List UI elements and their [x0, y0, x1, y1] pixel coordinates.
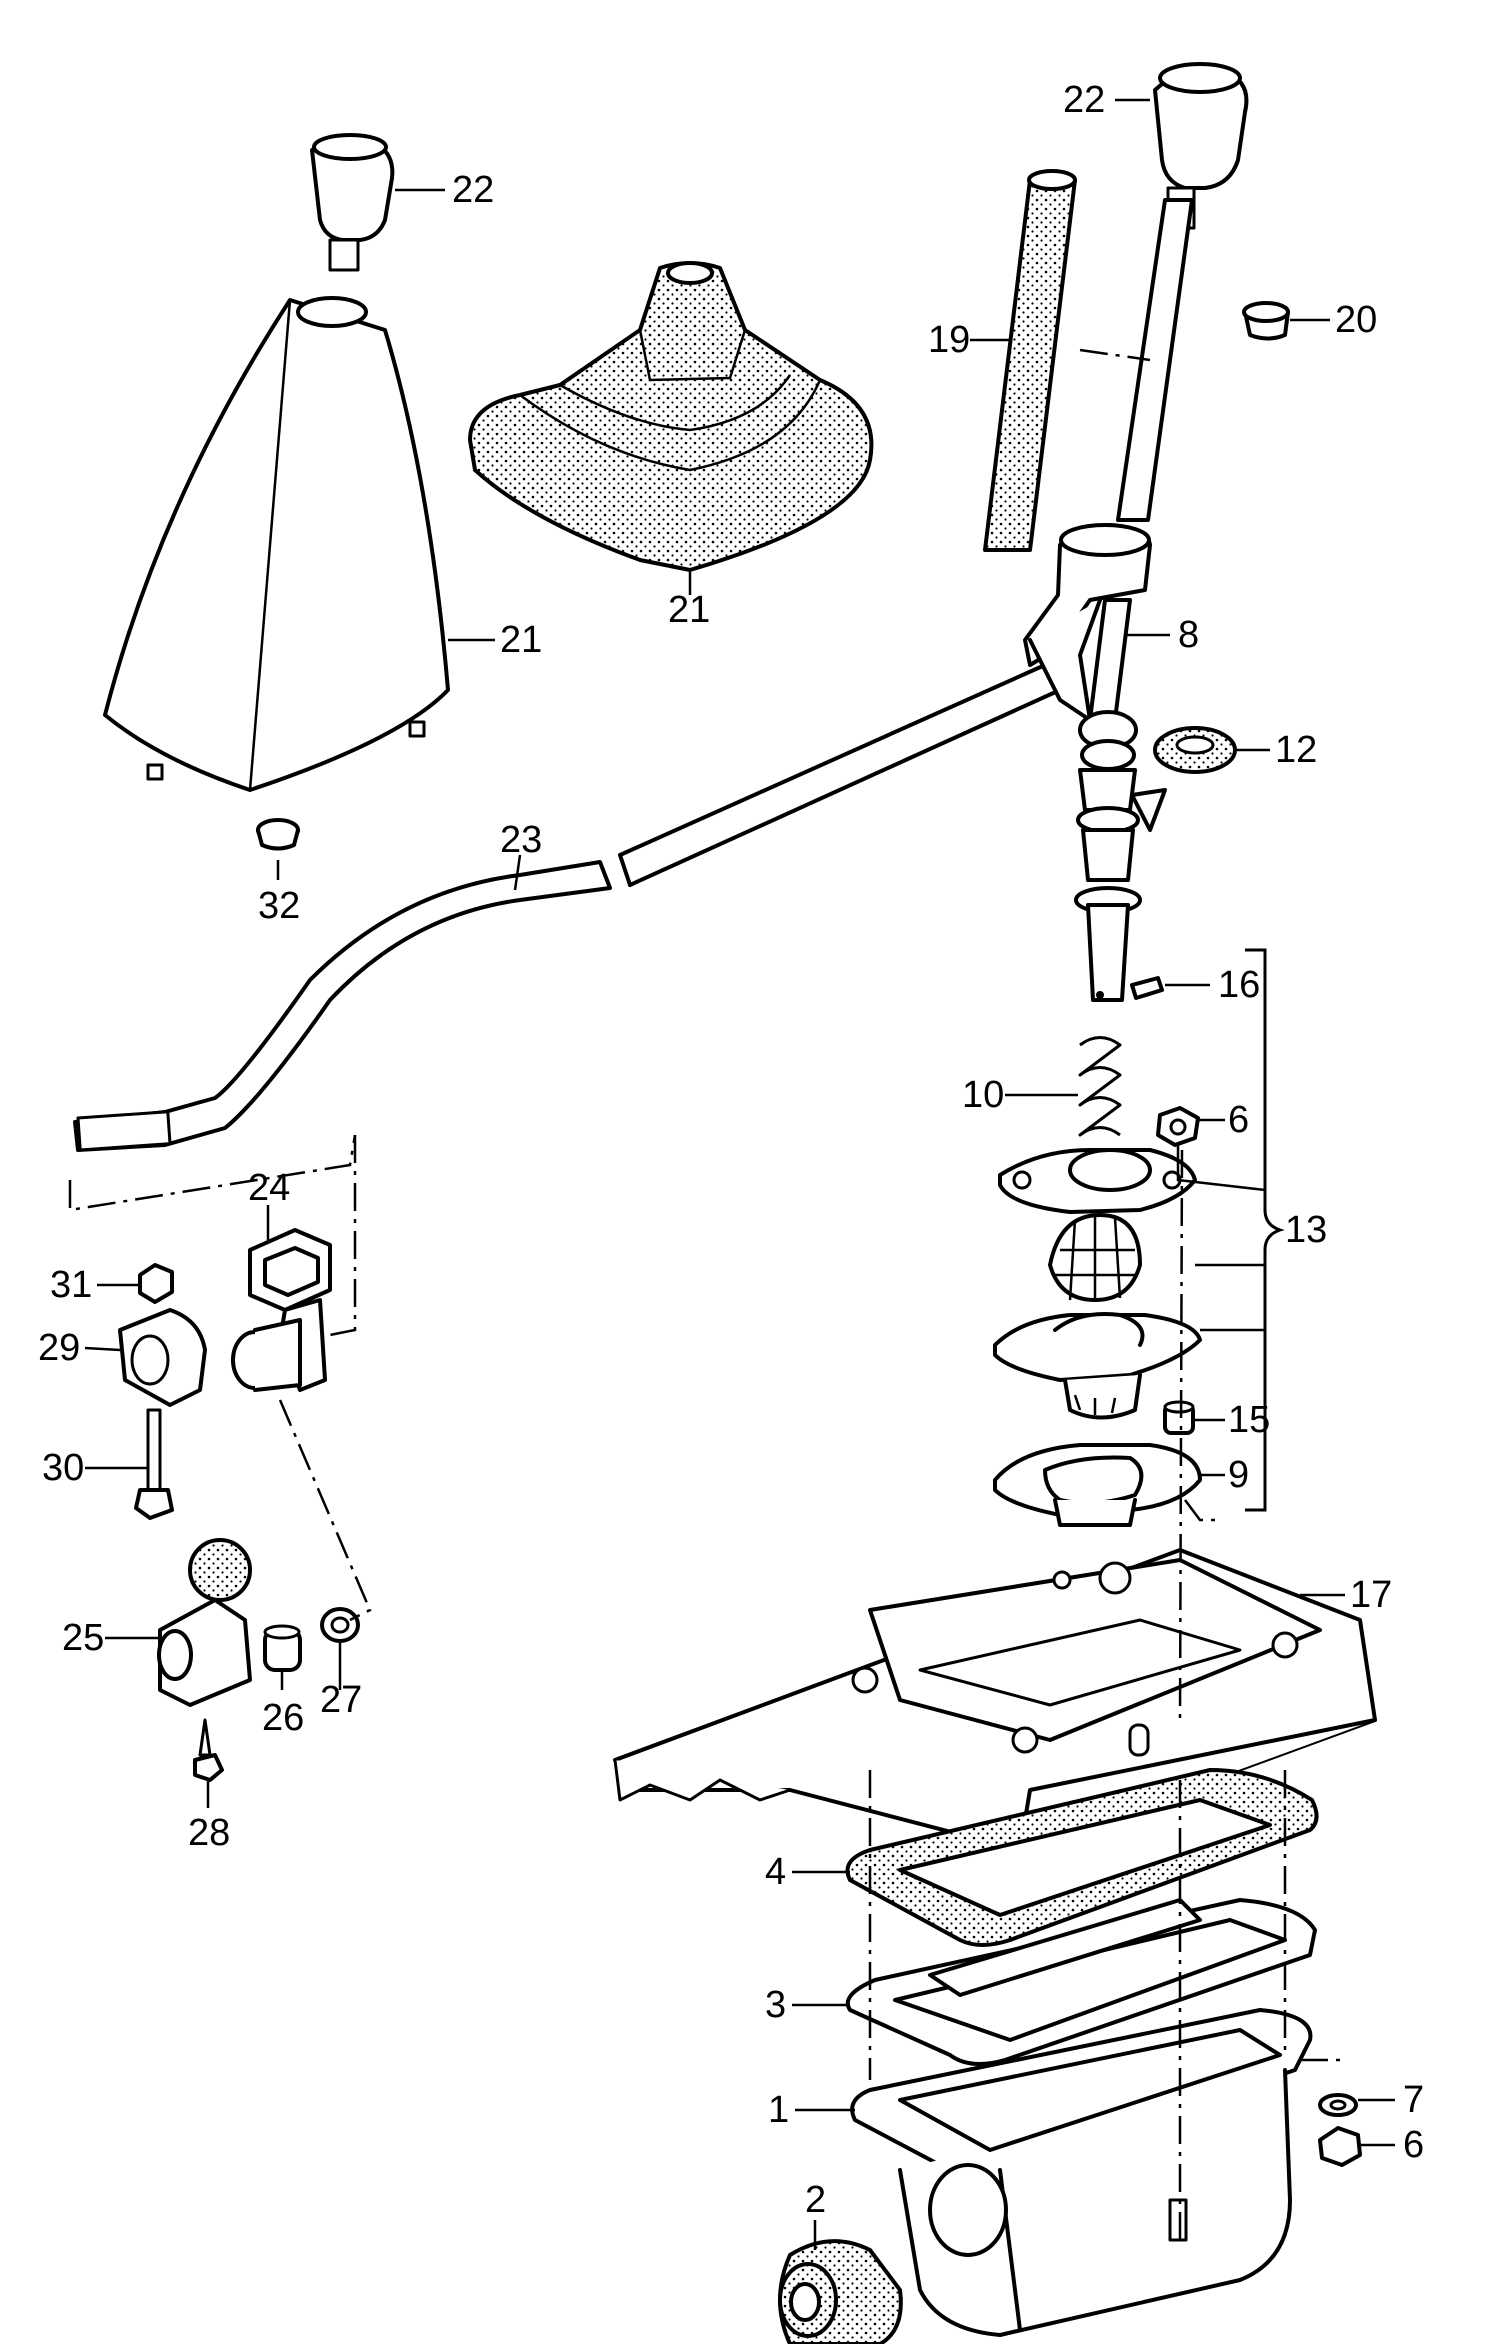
housing-1: [850, 2008, 1313, 2337]
bracket-13: [1245, 948, 1285, 1512]
callout-15: 15: [1228, 1399, 1270, 1441]
callout-21-rubber: 21: [668, 589, 710, 631]
spring-10: [1078, 1036, 1122, 1137]
callout-31: 31: [50, 1264, 92, 1306]
upper-shift-rod: [1116, 198, 1194, 522]
washer-7: [1318, 2093, 1358, 2117]
washer-27: [320, 1607, 360, 1643]
callout-1: 1: [768, 2089, 789, 2131]
clamp-29: [118, 1308, 207, 1407]
bushing-20: [1242, 301, 1290, 341]
seal-ring-12: [1153, 726, 1237, 774]
callout-20: 20: [1335, 299, 1377, 341]
bushing-2: [778, 2239, 903, 2344]
callout-13: 13: [1285, 1209, 1327, 1251]
callout-8: 8: [1178, 614, 1199, 656]
gasket-4: [845, 1768, 1319, 1947]
callout-26: 26: [262, 1697, 304, 1739]
centerlines: [68, 348, 1340, 2240]
callout-27: 27: [320, 1679, 362, 1721]
callout-16: 16: [1218, 964, 1260, 1006]
shift-boot-leather: [103, 296, 450, 792]
callout-24: 24: [248, 1167, 290, 1209]
nut-6-lower: [1318, 2126, 1362, 2167]
callout-labels: 22 22 20 19 21 21 8 12 32 23 16 10 6 13 …: [38, 79, 1424, 2221]
guide-plate: [993, 1312, 1202, 1420]
callout-29: 29: [38, 1327, 80, 1369]
gasket-plate-9: [993, 1443, 1202, 1527]
gearshift-lever: [1023, 523, 1167, 1002]
bushing-26: [263, 1624, 302, 1672]
callout-7: 7: [1403, 2079, 1424, 2121]
callout-25: 25: [62, 1617, 104, 1659]
callout-6-lower: 6: [1403, 2124, 1424, 2166]
callout-30: 30: [42, 1447, 84, 1489]
callout-22-left: 22: [452, 169, 494, 211]
callout-21-boot: 21: [500, 619, 542, 661]
callout-17: 17: [1350, 1574, 1392, 1616]
callout-19: 19: [928, 319, 970, 361]
ball-joint-25: [157, 1538, 252, 1707]
callout-4: 4: [765, 1851, 786, 1893]
callout-22-right: 22: [1063, 79, 1105, 121]
shift-knob-left: [310, 133, 395, 272]
bolt-30: [134, 1408, 174, 1520]
callout-10: 10: [962, 1074, 1004, 1116]
callout-28: 28: [188, 1812, 230, 1854]
nut-31: [138, 1263, 174, 1304]
sleeve-tube: [983, 169, 1077, 552]
screw-28: [193, 1718, 224, 1782]
callout-32: 32: [258, 885, 300, 927]
nut-6-upper: [1156, 1106, 1200, 1147]
callout-12: 12: [1275, 729, 1317, 771]
bearing-plate-upper: [998, 1148, 1197, 1214]
callout-3: 3: [765, 1984, 786, 2026]
callout-6-upper: 6: [1228, 1099, 1249, 1141]
sleeve-15: [1163, 1400, 1195, 1435]
ball-socket: [1048, 1213, 1142, 1302]
callout-2: 2: [805, 2179, 826, 2221]
gasket-3: [845, 1898, 1317, 2066]
shift-rod: [73, 663, 1062, 1152]
callout-23: 23: [500, 819, 542, 861]
selector-bracket-24: [231, 1228, 332, 1392]
pin-16: [1130, 976, 1164, 1000]
callout-9: 9: [1228, 1454, 1249, 1496]
leader-lines: [84, 98, 1395, 2250]
shift-boot-rubber: [468, 261, 874, 572]
grommet-32: [256, 818, 300, 851]
